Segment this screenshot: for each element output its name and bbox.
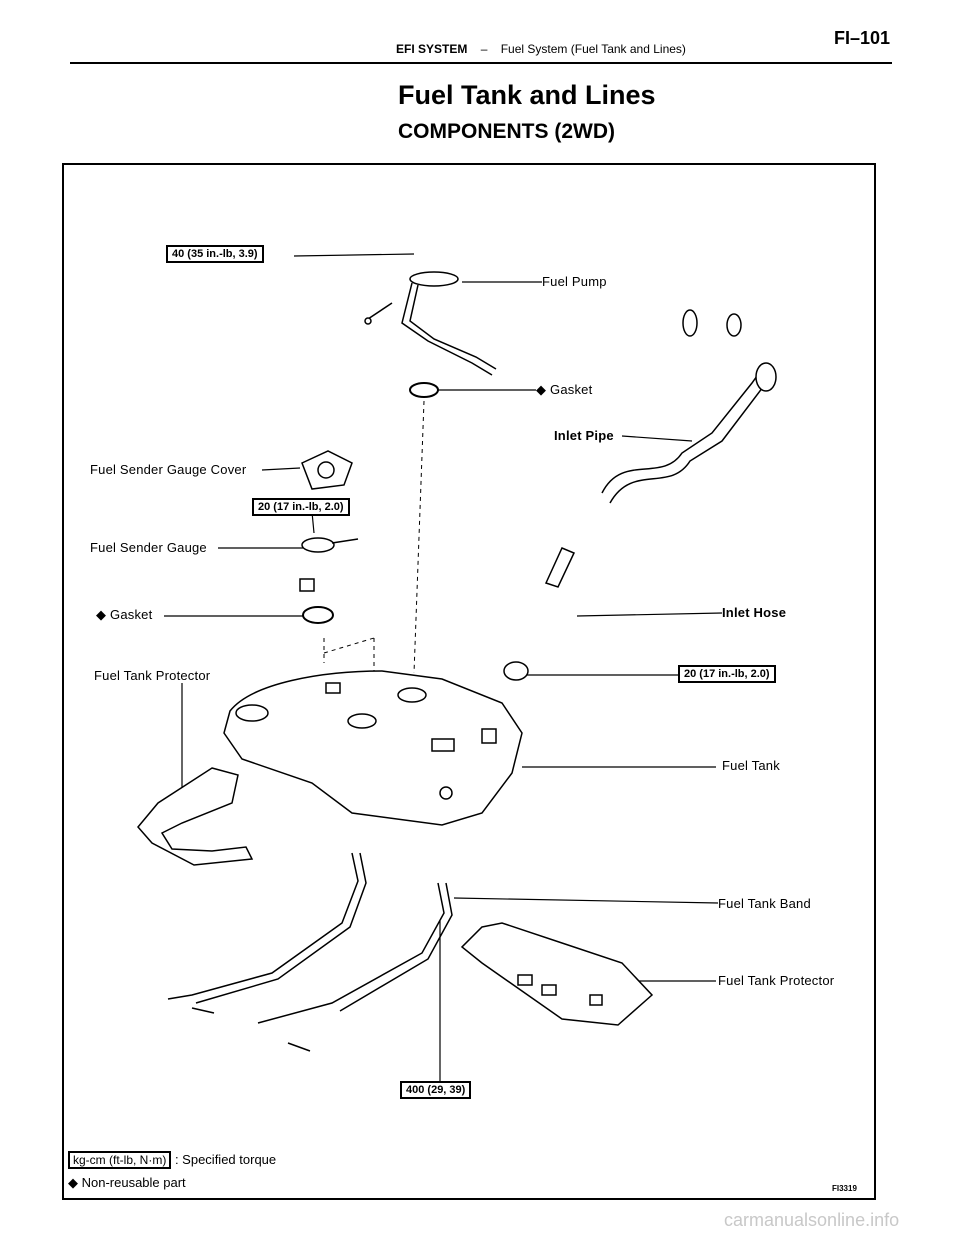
label-inlet-hose: Inlet Hose bbox=[722, 605, 787, 620]
components-diagram: 40 (35 in.-lb, 3.9) Fuel Pump ◆ Gasket I… bbox=[62, 163, 876, 1200]
tank-band-parts bbox=[167, 852, 453, 1052]
sender-gasket-part bbox=[302, 606, 334, 624]
leader-lines bbox=[164, 253, 723, 1081]
header-section-name: EFI SYSTEM bbox=[396, 42, 468, 56]
label-fuel-tank: Fuel Tank bbox=[722, 758, 780, 773]
header-rule bbox=[70, 62, 892, 64]
nonreusable-diamond-icon: ◆ bbox=[68, 1175, 82, 1190]
torque-sender-box: 20 (17 in.-lb, 2.0) bbox=[252, 498, 350, 516]
sender-gauge-cover-part bbox=[301, 450, 353, 490]
fuel-pump-part bbox=[364, 271, 497, 376]
inlet-hose-part bbox=[503, 547, 576, 681]
header-separator: – bbox=[480, 42, 488, 56]
fuel-tank-part bbox=[223, 670, 523, 826]
label-protector-left: Fuel Tank Protector bbox=[94, 668, 211, 683]
legend-nonreusable: ◆ Non-reusable part bbox=[68, 1175, 186, 1191]
page-number: FI–101 bbox=[834, 28, 891, 48]
torque-pump-box: 40 (35 in.-lb, 3.9) bbox=[166, 245, 264, 263]
label-sender-cover: Fuel Sender Gauge Cover bbox=[90, 462, 247, 477]
dashed-guides bbox=[323, 400, 425, 674]
pump-gasket-part bbox=[409, 382, 439, 398]
legend-torque-unit: kg-cm (ft-lb, N·m) bbox=[68, 1151, 172, 1169]
torque-inlet-box: 20 (17 in.-lb, 2.0) bbox=[678, 665, 776, 683]
label-gasket-left: ◆ Gasket bbox=[96, 607, 152, 623]
header-subsection: Fuel System (Fuel Tank and Lines) bbox=[500, 42, 686, 56]
label-sender-gauge: Fuel Sender Gauge bbox=[90, 540, 207, 555]
label-tank-band: Fuel Tank Band bbox=[718, 896, 811, 911]
protector-left-part bbox=[137, 767, 254, 866]
label-gasket-top-text: Gasket bbox=[550, 382, 593, 397]
page-title: Fuel Tank and Lines bbox=[398, 80, 656, 110]
watermark: carmanualsonline.info bbox=[724, 1210, 900, 1230]
label-gasket-top: ◆ Gasket bbox=[536, 382, 592, 398]
protector-right-part bbox=[460, 922, 654, 1026]
page-subtitle: COMPONENTS (2WD) bbox=[398, 120, 615, 143]
figure-id: FI3319 bbox=[832, 1184, 857, 1193]
nonreusable-diamond-icon: ◆ bbox=[536, 382, 551, 397]
diagram-frame bbox=[62, 163, 876, 1200]
legend-nonreusable-text: Non-reusable part bbox=[81, 1175, 186, 1190]
exploded-view-drawing bbox=[62, 163, 876, 1200]
sender-gauge-part bbox=[299, 537, 359, 592]
label-fuel-pump: Fuel Pump bbox=[542, 274, 607, 289]
torque-band-box: 400 (29, 39) bbox=[400, 1081, 472, 1099]
legend-torque-text: : Specified torque bbox=[174, 1152, 277, 1167]
page-header: EFI SYSTEM – Fuel System (Fuel Tank and … bbox=[0, 22, 960, 64]
label-inlet-pipe: Inlet Pipe bbox=[554, 428, 614, 443]
inlet-pipe-part bbox=[601, 309, 777, 504]
nonreusable-diamond-icon: ◆ bbox=[96, 607, 111, 622]
label-protector-right: Fuel Tank Protector bbox=[718, 973, 835, 988]
legend-torque: kg-cm (ft-lb, N·m) : Specified torque bbox=[68, 1151, 277, 1169]
header-section: EFI SYSTEM – Fuel System (Fuel Tank and … bbox=[396, 42, 686, 56]
label-gasket-left-text: Gasket bbox=[110, 607, 153, 622]
